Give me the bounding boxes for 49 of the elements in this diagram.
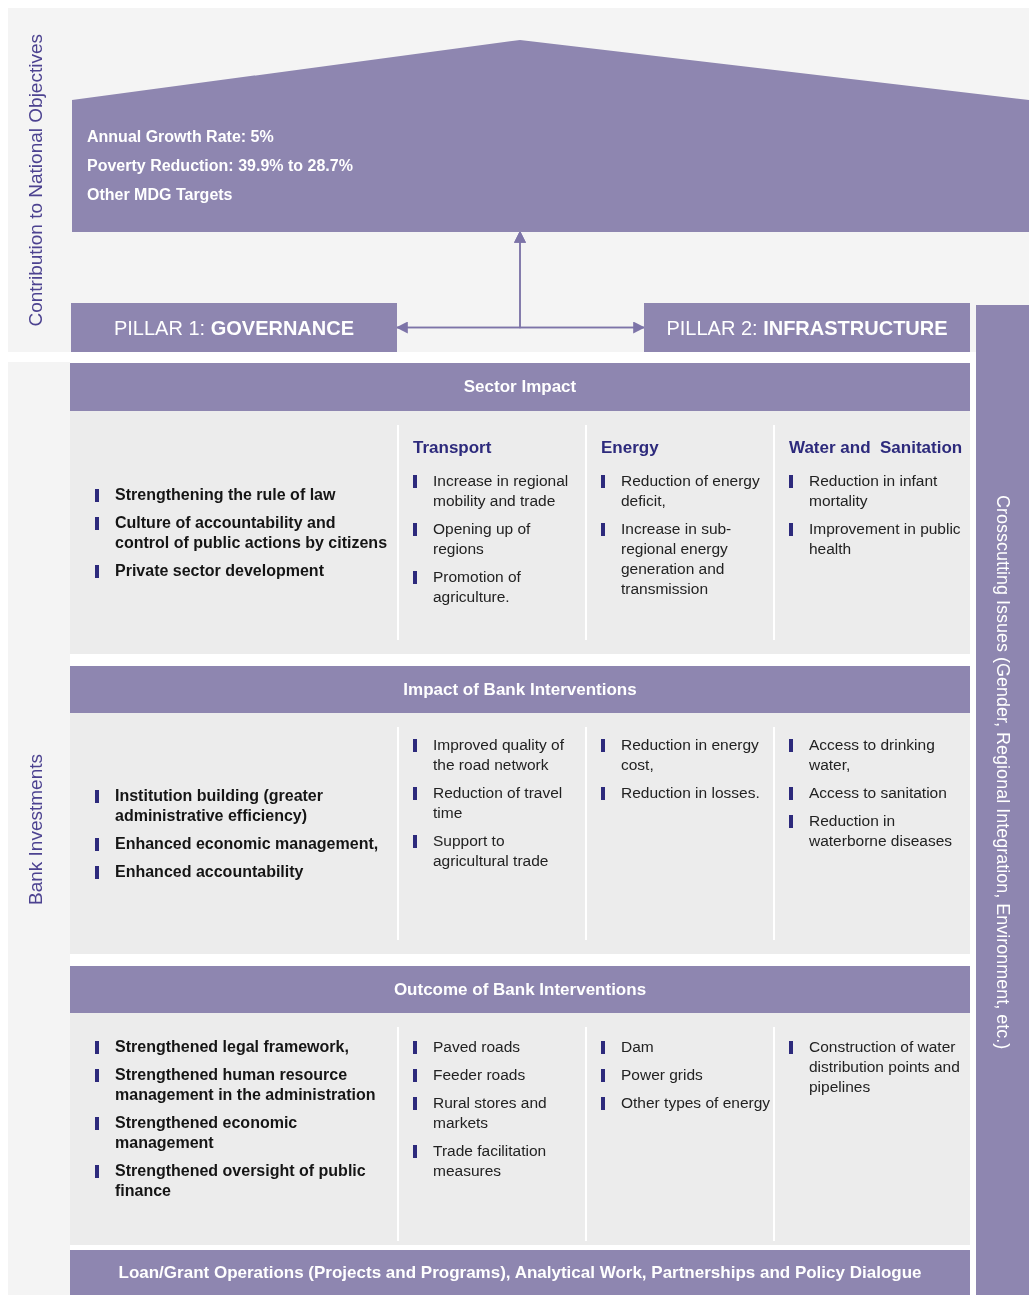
bullet-text: Strengthened oversight of public finance: [115, 1161, 367, 1201]
bullet-text: Opening up of regions: [433, 518, 532, 559]
objective-text: Other MDG Targets: [87, 185, 234, 205]
bullet-text: Feeder roads: [433, 1065, 526, 1085]
bullet-text: Reduction in waterborne diseases: [809, 811, 954, 851]
side-label: Contribution to National Objectives: [23, 33, 47, 327]
bullet-text: Improved quality of the road network: [433, 735, 565, 775]
bullet-text: Private sector development: [115, 560, 324, 581]
bullet-text: Other types of energy: [621, 1093, 771, 1113]
bullet-text: Reduction in infant mortality: [809, 470, 939, 511]
column-heading: Transport: [413, 437, 493, 459]
pillar-box: PILLAR 1: GOVERNANCE: [71, 303, 397, 352]
pillar-box: PILLAR 2: INFRASTRUCTURE: [644, 303, 970, 352]
bullet-text: Dam: [621, 1037, 654, 1057]
bullet-text: Strengthening the rule of law: [115, 484, 336, 505]
section-header: Outcome of Bank Interventions: [70, 966, 970, 1013]
bullet-text: Enhanced accountability: [115, 861, 304, 882]
bullet-text: Enhanced economic management,: [115, 833, 379, 854]
bullet-text: Reduction in energy cost,: [621, 735, 760, 775]
objective-text: Annual Growth Rate: 5%: [87, 127, 275, 147]
column-heading: Water and Sanitation: [789, 437, 964, 459]
bullet-text: Paved roads: [433, 1037, 521, 1057]
bullet-text: Access to sanitation: [809, 783, 947, 803]
bullet-text: Power grids: [621, 1065, 703, 1085]
bullet-text: Increase in sub-regional energy generation and transmission: [621, 518, 733, 599]
bullet-text: Reduction of energy deficit,: [621, 470, 761, 511]
bullet-text: Increase in regional mobility and trade: [433, 470, 570, 511]
bullet-text: Reduction in losses.: [621, 783, 760, 803]
bullet-text: Strengthened legal framework,: [115, 1037, 349, 1057]
bullet-text: Trade facilitation measures: [433, 1141, 548, 1181]
bullet-text: Support to agricultural trade: [433, 831, 550, 871]
objective-text: Poverty Reduction: 39.9% to 28.7%: [87, 156, 353, 176]
bullet-text: Construction of water distribution points and pipelines: [809, 1037, 961, 1097]
bullet-text: Improvement in public health: [809, 518, 962, 559]
bullet-text: Strengthened economic management: [115, 1113, 299, 1153]
bullet-text: Rural stores and markets: [433, 1093, 548, 1133]
bullet-text: Access to drinking water,: [809, 735, 936, 775]
bullet-text: Promotion of agriculture.: [433, 566, 522, 607]
side-label: Bank Investments: [23, 754, 47, 906]
bullet-text: Strengthened human resource management in the administration: [115, 1065, 377, 1105]
bullet-text: Culture of accountability and control of public actions by citizens: [115, 512, 389, 553]
section-header: Impact of Bank Interventions: [70, 666, 970, 713]
column-heading: Energy: [601, 437, 660, 459]
arrow: [514, 230, 645, 329]
section-header: Loan/Grant Operations (Projects and Programs), Analytical Work, Partnerships and Policy Dialogue: [70, 1250, 970, 1295]
bullet-text: Reduction of travel time: [433, 783, 564, 823]
bullet-text: Institution building (greater administrative efficiency): [115, 785, 324, 826]
section-header: Sector Impact: [70, 363, 970, 411]
side-band: Crosscutting Issues (Gender, Regional Integration, Environment, etc.): [976, 305, 1029, 1295]
